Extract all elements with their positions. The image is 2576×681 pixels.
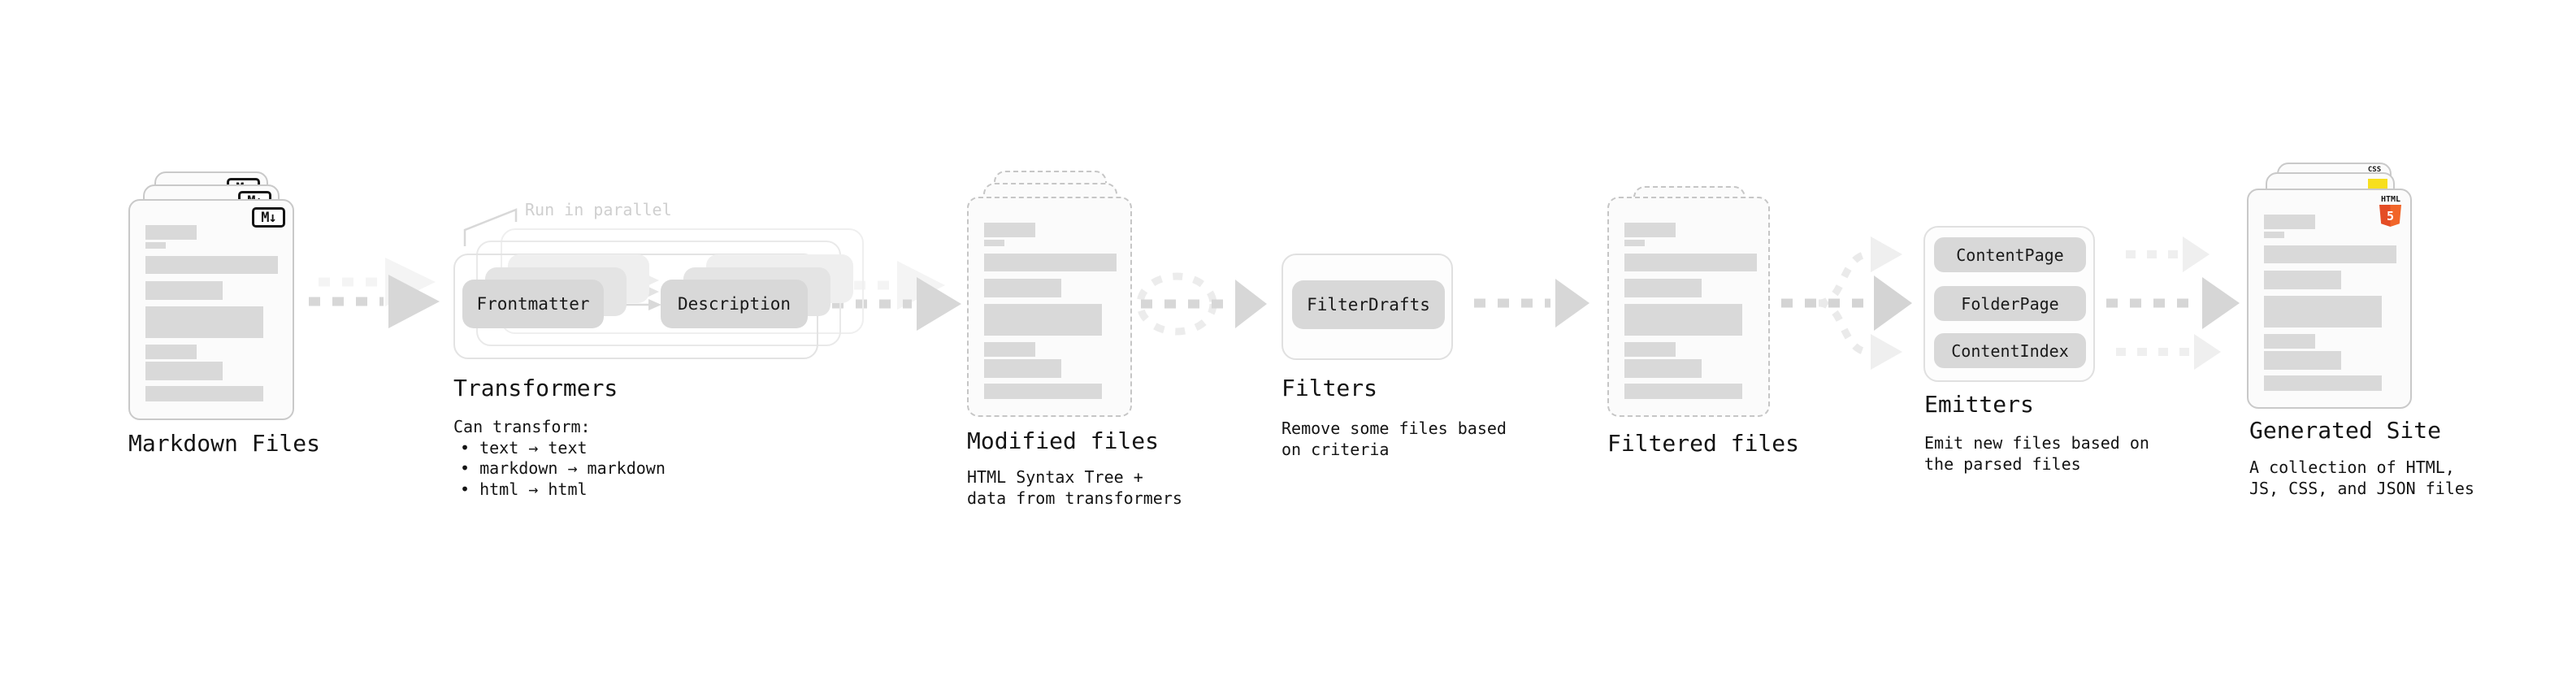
- text-line-placeholder: [2264, 375, 2382, 391]
- text-line-placeholder: [145, 362, 223, 380]
- text-line-placeholder: [1624, 279, 1702, 297]
- text-line-placeholder: [2264, 271, 2341, 289]
- text-line-placeholder: [1624, 304, 1742, 336]
- text-line-placeholder: [1624, 240, 1645, 246]
- transformers-bullet: • html → html: [460, 479, 588, 499]
- filtered-doc-front: [1607, 197, 1770, 417]
- description-pill: Description: [661, 280, 808, 328]
- stage-title-filtered-files: Filtered files: [1607, 430, 1800, 457]
- arrow-filtered-to-emitters: [1781, 275, 1912, 331]
- generated-desc-line: A collection of HTML,: [2249, 458, 2455, 477]
- filters-description: Remove some files based on criteria: [1281, 419, 1507, 460]
- stage-title-emitters: Emitters: [1924, 391, 2034, 418]
- text-line-placeholder: [1624, 384, 1742, 399]
- stage-title-modified-files: Modified files: [967, 427, 1160, 454]
- merge-loop-ellipse: [1136, 272, 1217, 336]
- arrow-filtered-to-emitters-branch-top: [1818, 236, 1902, 307]
- text-line-placeholder: [984, 223, 1035, 237]
- transformers-bullet: • text → text: [460, 437, 588, 458]
- filters-desc-line: on criteria: [1281, 439, 1390, 459]
- modified-description: HTML Syntax Tree + data from transformer…: [967, 467, 1182, 509]
- filterdrafts-pill: FilterDrafts: [1292, 280, 1445, 329]
- contentindex-pill: ContentIndex: [1934, 333, 2086, 368]
- text-line-placeholder: [145, 256, 278, 274]
- modified-doc-front: [967, 197, 1132, 417]
- markdown-icon: M↓: [252, 207, 285, 228]
- arrow-filters-to-filtered: [1474, 279, 1589, 327]
- text-line-placeholder: [145, 306, 263, 338]
- arrow-emitters-to-generated-bottom: [2116, 334, 2221, 370]
- text-line-placeholder: [984, 359, 1061, 378]
- contentpage-pill: ContentPage: [1934, 237, 2086, 272]
- stage-title-transformers: Transformers: [453, 375, 618, 401]
- text-line-placeholder: [2264, 232, 2284, 238]
- text-line-placeholder: [984, 254, 1117, 271]
- modified-desc-line: data from transformers: [967, 488, 1182, 508]
- text-line-placeholder: [984, 384, 1102, 399]
- text-line-placeholder: [984, 279, 1061, 297]
- js-file-icon: [2368, 179, 2387, 189]
- arrow-emitters-to-generated-top: [2126, 236, 2210, 272]
- css-icon-label: CSS: [2367, 166, 2382, 174]
- text-line-placeholder: [2264, 296, 2382, 327]
- arrow-emitters-to-generated-middle: [2106, 277, 2240, 329]
- text-line-placeholder: [2264, 215, 2315, 229]
- transformers-description: Can transform: • text → text • markdown …: [453, 417, 666, 500]
- text-line-placeholder: [145, 345, 197, 359]
- emitters-desc-line: the parsed files: [1924, 453, 2081, 474]
- arrow-markdown-to-transformers: [309, 275, 440, 328]
- filters-desc-line: Remove some files based: [1281, 419, 1507, 438]
- text-line-placeholder: [1624, 254, 1757, 271]
- text-line-placeholder: [145, 386, 263, 401]
- text-line-placeholder: [1624, 359, 1702, 378]
- generated-doc-html: HTML 5: [2247, 189, 2412, 409]
- text-line-placeholder: [2264, 334, 2315, 349]
- stage-title-filters: Filters: [1281, 375, 1378, 401]
- text-line-placeholder: [2264, 351, 2341, 370]
- text-line-placeholder: [145, 242, 166, 249]
- emitters-description: Emit new files based on the parsed files: [1924, 433, 2149, 475]
- transformers-desc-heading: Can transform:: [453, 417, 591, 436]
- text-line-placeholder: [145, 225, 197, 240]
- modified-desc-line: HTML Syntax Tree +: [967, 467, 1143, 487]
- html5-icon-shield: 5: [2379, 205, 2401, 227]
- text-line-placeholder: [145, 281, 223, 300]
- arrow-modified-to-filters: [1141, 280, 1267, 328]
- generated-description: A collection of HTML, JS, CSS, and JSON …: [2249, 458, 2474, 499]
- generated-desc-line: JS, CSS, and JSON files: [2249, 478, 2474, 498]
- arrow-markdown-to-transformers-echo: [319, 258, 436, 306]
- text-line-placeholder: [2264, 245, 2396, 263]
- folderpage-pill: FolderPage: [1934, 286, 2086, 321]
- text-line-placeholder: [984, 304, 1102, 336]
- text-line-placeholder: [984, 342, 1035, 357]
- transformers-bullet: • markdown → markdown: [460, 458, 666, 478]
- text-line-placeholder: [1624, 223, 1676, 237]
- arrow-filtered-to-emitters-branch-bottom: [1818, 299, 1902, 370]
- emitters-desc-line: Emit new files based on: [1924, 433, 2149, 453]
- text-line-placeholder: [984, 240, 1004, 246]
- stage-title-generated-site: Generated Site: [2249, 417, 2442, 444]
- html5-icon: HTML 5: [2379, 196, 2402, 227]
- text-line-placeholder: [1624, 342, 1676, 357]
- run-in-parallel-note: Run in parallel: [525, 200, 672, 219]
- stage-title-markdown-files: Markdown Files: [128, 430, 321, 457]
- html5-icon-label: HTML: [2380, 195, 2401, 204]
- markdown-doc-front: M↓: [128, 199, 294, 420]
- frontmatter-pill: Frontmatter: [462, 280, 604, 328]
